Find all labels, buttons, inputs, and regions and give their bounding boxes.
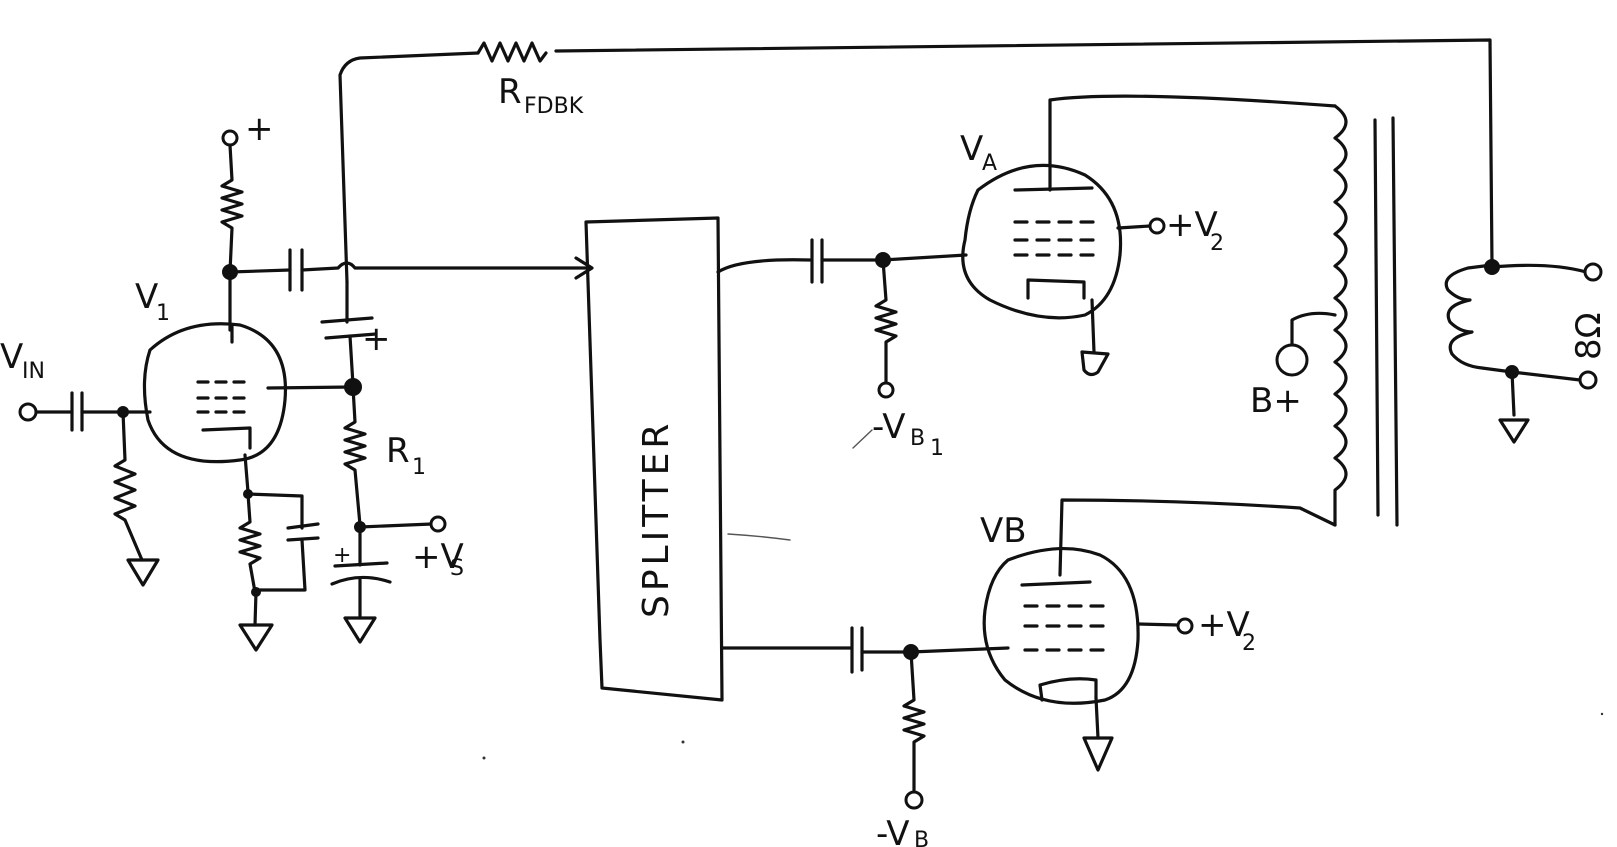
vs-label-sub: S	[450, 556, 464, 581]
v1-label: V	[135, 277, 158, 317]
ground-icon	[126, 558, 160, 587]
va-coupling-capacitor	[810, 238, 824, 284]
vin-label: V	[0, 337, 23, 377]
supply-filter-capacitor	[330, 561, 392, 586]
splitter-label: SPLITTER	[636, 420, 677, 618]
vb-v2-terminal	[1176, 617, 1194, 635]
cap-plus-label: +	[362, 319, 391, 359]
bplus-terminal	[1275, 343, 1309, 377]
ground-icon-6	[1082, 736, 1114, 772]
cs-plus-label: +	[333, 543, 351, 568]
ground-icon-2	[343, 616, 377, 644]
rfdbk-label-sub: FDBK	[524, 94, 584, 119]
vb-tube	[982, 547, 1140, 705]
vb-v2-label-sub: 2	[1242, 631, 1256, 656]
vin-label-sub: IN	[22, 359, 45, 384]
vb1-label-sub: B	[910, 426, 925, 451]
speaker-terminal-2	[1578, 370, 1598, 390]
plate-coupling-capacitor	[288, 248, 304, 292]
va-label-sub: A	[982, 151, 997, 176]
vin-terminal	[18, 402, 38, 422]
vb2-label-sub: B	[914, 828, 929, 847]
splitter-block	[584, 216, 724, 702]
va-tube	[961, 163, 1123, 320]
v1-tube	[142, 322, 288, 464]
v1-supply-terminal	[221, 129, 239, 147]
ground-icon-4	[1080, 350, 1110, 377]
vb-v2-label: +V	[1198, 605, 1250, 645]
input-stage	[18, 129, 594, 652]
va-v2-label-sub: 2	[1210, 231, 1224, 256]
vb-coupling-capacitor	[850, 626, 864, 674]
lower-output-stage	[720, 498, 1337, 810]
ground-icon-3	[238, 623, 274, 652]
vb2-terminal	[904, 790, 924, 810]
vb1-terminal	[877, 381, 895, 399]
speaker-label: 8Ω	[1569, 312, 1609, 360]
vs-terminal	[429, 515, 447, 533]
upper-output-stage	[716, 94, 1337, 399]
secondary-winding	[1444, 263, 1514, 374]
vs-label: +V	[412, 537, 464, 577]
arrow-icon	[574, 256, 594, 280]
transformer-core	[1373, 116, 1399, 527]
feedback-loop	[338, 38, 1494, 284]
vb2-label: -V	[876, 814, 910, 847]
cathode-bypass-capacitor	[286, 522, 320, 542]
primary-winding	[1333, 104, 1348, 527]
v1-label-sub: 1	[156, 301, 170, 326]
vb-label: VB	[980, 511, 1027, 551]
speaker-terminal-1	[1583, 262, 1603, 282]
ground-icon-5	[1498, 418, 1530, 444]
vb1-label-sub2: 1	[930, 436, 944, 461]
output-transformer	[1275, 104, 1603, 527]
rfdbk-resistor	[476, 41, 548, 63]
r1-label-sub: 1	[412, 455, 426, 480]
v1-plus-label: +	[245, 109, 274, 149]
va-label: V	[960, 129, 983, 169]
va-v2-terminal	[1148, 217, 1166, 235]
vb1-label: -V	[872, 407, 906, 447]
bplus-label: B+	[1250, 381, 1302, 421]
va-v2-label: +V	[1166, 205, 1218, 245]
rfdbk-label: R	[498, 72, 522, 112]
r1-label: R	[386, 431, 410, 471]
